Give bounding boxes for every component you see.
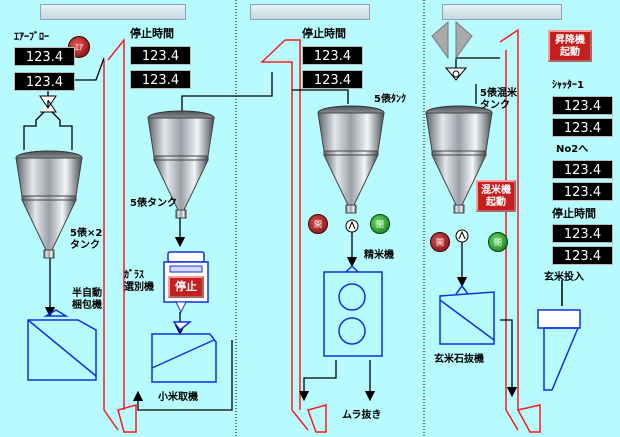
tank-label: 5俵タンク [130, 198, 177, 209]
panel1-value-display-1: 123.4 [14, 47, 75, 66]
no2-label: No2へ [556, 144, 589, 155]
panel-divider [235, 0, 425, 437]
right-value-display-6: 123.4 [552, 246, 613, 265]
hopper-tank-icon [317, 105, 385, 214]
packer-machine-icon [27, 309, 97, 381]
panel-title-bar-3 [442, 4, 562, 20]
rice-polisher-label: 精米機 [364, 250, 394, 261]
small-rice-machine-label: 小米取機 [158, 392, 198, 403]
diverter-valve-icon [39, 95, 57, 113]
panel-title-bar-1 [40, 4, 186, 20]
right-value-display-4: 123.4 [552, 182, 613, 201]
small-rice-machine-icon [151, 321, 217, 383]
brown-rice-input-chute-icon [537, 280, 581, 391]
panel1-value-display-2: 123.4 [14, 72, 75, 91]
stop-time-label: 停止時間 [552, 207, 596, 220]
right-value-display-2: 123.4 [552, 118, 613, 137]
panel3-value-display-1: 123.4 [302, 46, 363, 65]
close-lamp[interactable]: 閉 [488, 232, 508, 252]
stop-button[interactable]: 停止 [168, 276, 204, 298]
stop-time-label: 停止時間 [302, 27, 346, 40]
rice-polisher-icon [323, 264, 383, 357]
brown-rice-input-label: 玄米投入 [544, 272, 584, 283]
stone-remover-icon [439, 284, 495, 345]
chute-direction-icon[interactable] [431, 20, 473, 60]
diverter-valve-icon [444, 67, 468, 81]
panel3-value-display-2: 123.4 [302, 70, 363, 89]
panel-title-bar-2 [250, 4, 370, 20]
panel2-value-display-2: 123.4 [130, 70, 191, 89]
open-lamp[interactable]: 開 [430, 232, 450, 252]
bucket-elevator-3 [499, 28, 541, 433]
bucket-elevator-1 [103, 37, 137, 433]
stone-remover-label: 玄米石抜機 [434, 354, 484, 365]
valve-icon [455, 229, 469, 243]
close-lamp[interactable]: 閉 [370, 214, 390, 234]
air-blow-label: ｴｱｰﾌﾞﾛｰ [14, 32, 49, 43]
panel2-value-display-1: 123.4 [130, 46, 191, 65]
mura-label: ムラ抜き [342, 410, 382, 421]
tank-label: 5俵混米 タンク [480, 88, 517, 111]
tank-label: 5俵ﾀﾝｸ [374, 94, 406, 105]
shutter-label: ｼｬｯﾀｰ1 [552, 80, 584, 91]
tank-label: 5俵×2 タンク [70, 228, 103, 251]
packer-label: 半自動 梱包機 [72, 288, 102, 311]
stop-time-label: 停止時間 [130, 27, 174, 40]
elevator-start-button[interactable]: 昇降機 起動 [548, 30, 592, 62]
pipes-panel-3 [292, 89, 376, 402]
right-value-display-3: 123.4 [552, 160, 613, 179]
right-value-display-5: 123.4 [552, 224, 613, 243]
bucket-elevator-2 [260, 39, 327, 433]
open-lamp[interactable]: 開 [308, 214, 328, 234]
glass-sorter-label: ｶﾞﾗｽ 選別機 [124, 270, 154, 293]
valve-icon [345, 219, 359, 233]
mixer-start-button[interactable]: 混米機 起動 [476, 180, 516, 212]
right-value-display-1: 123.4 [552, 96, 613, 115]
